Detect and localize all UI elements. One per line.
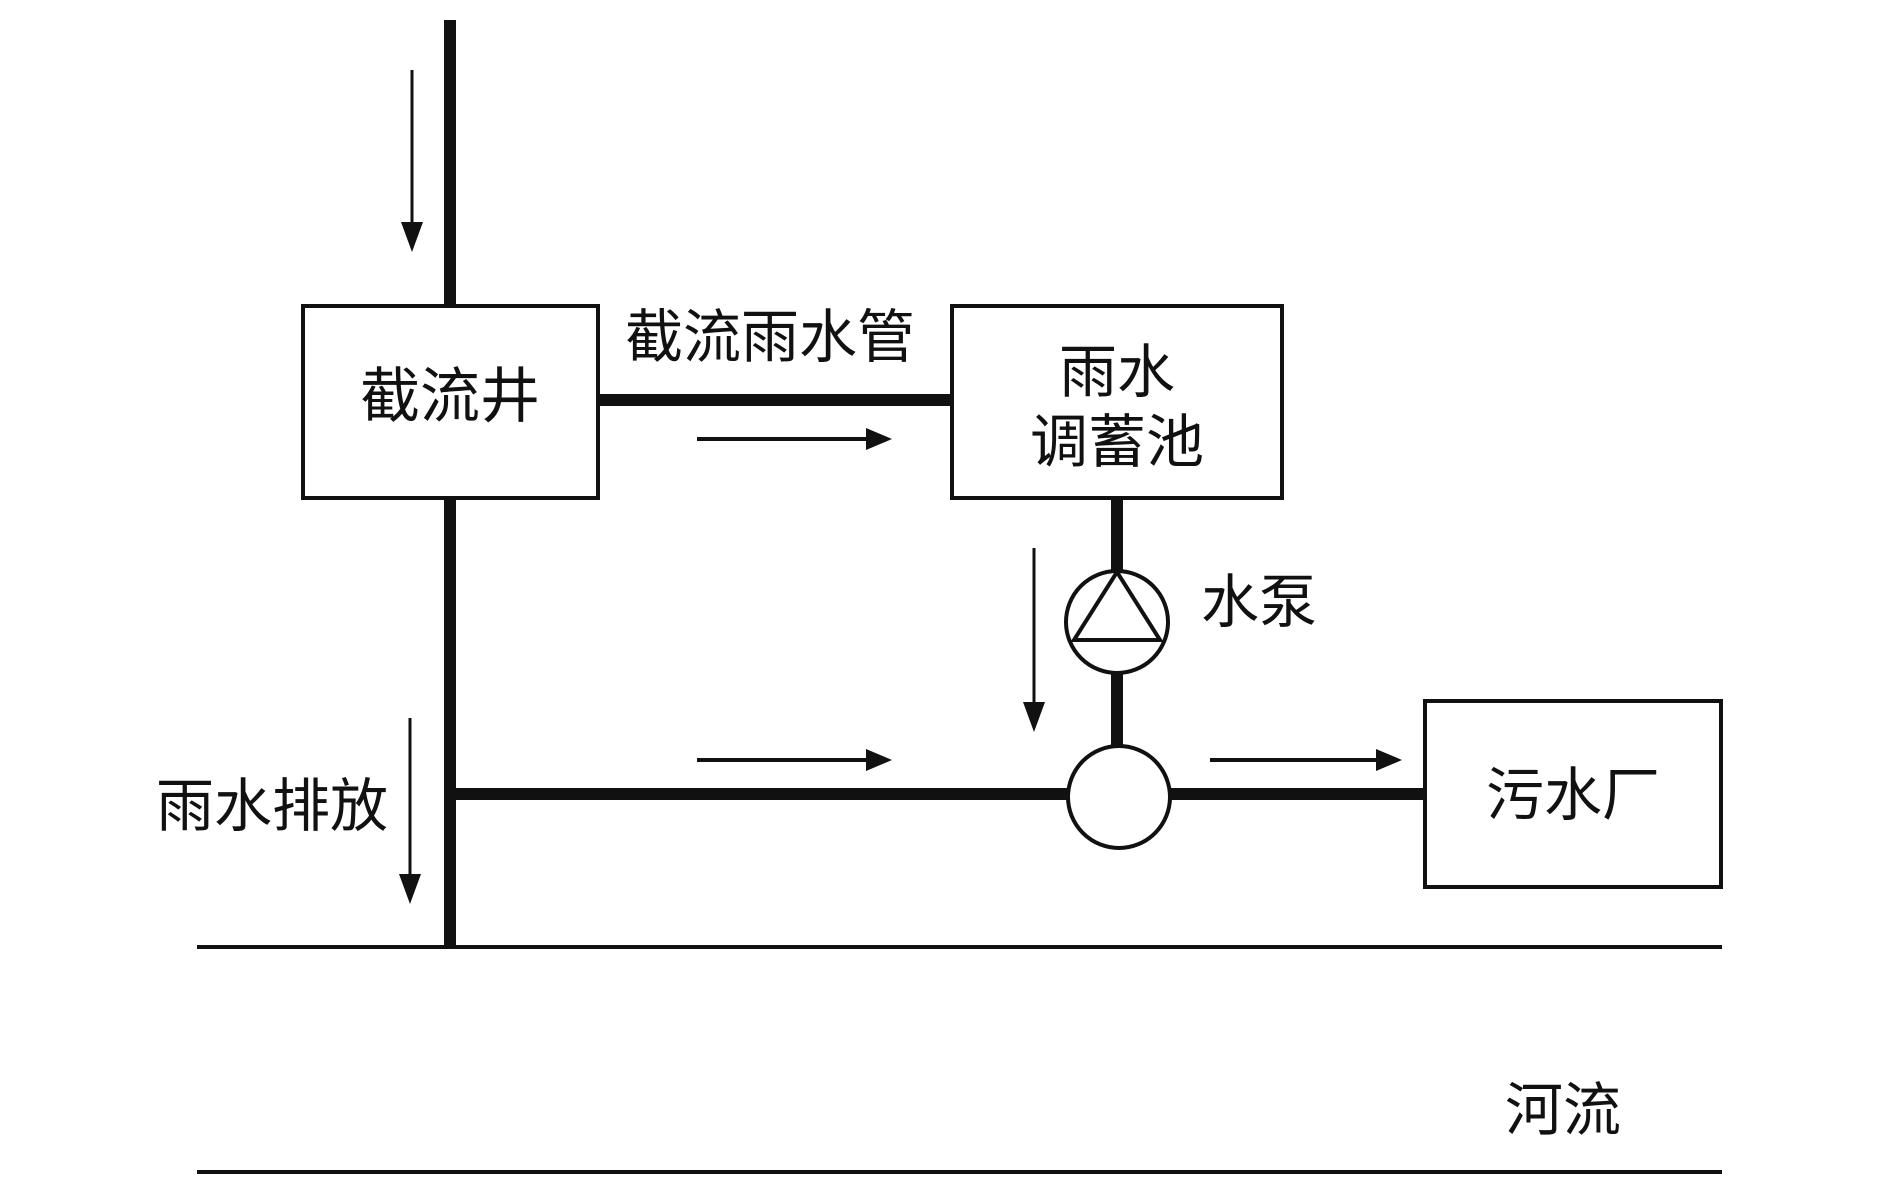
- storage-tank-label-line1: 雨水: [1059, 338, 1175, 406]
- intercept-pipe-label: 截流雨水管: [625, 303, 915, 371]
- sewer-flow-arrow-right: [1210, 749, 1402, 771]
- storage-tank-node: 雨水 调蓄池: [950, 304, 1284, 500]
- inflow-arrow: [401, 70, 423, 252]
- intercept-well-node: 截流井: [301, 304, 600, 500]
- treatment-plant-node: 污水厂: [1423, 699, 1723, 889]
- pump-icon: [1064, 568, 1170, 675]
- treatment-plant-label: 污水厂: [1486, 761, 1660, 829]
- pump-label: 水泵: [1201, 568, 1317, 636]
- pump-flow-arrow: [1023, 548, 1045, 732]
- storage-tank-label-line2: 调蓄池: [1030, 408, 1204, 476]
- rain-discharge-label: 雨水排放: [156, 772, 388, 840]
- intercept-flow-arrow: [697, 428, 892, 450]
- river-label: 河流: [1505, 1076, 1621, 1144]
- intercept-well-label: 截流井: [360, 362, 540, 432]
- junction-circle-icon: [1066, 744, 1172, 850]
- rain-discharge-arrow: [399, 718, 421, 904]
- sewer-flow-arrow-left: [697, 749, 892, 771]
